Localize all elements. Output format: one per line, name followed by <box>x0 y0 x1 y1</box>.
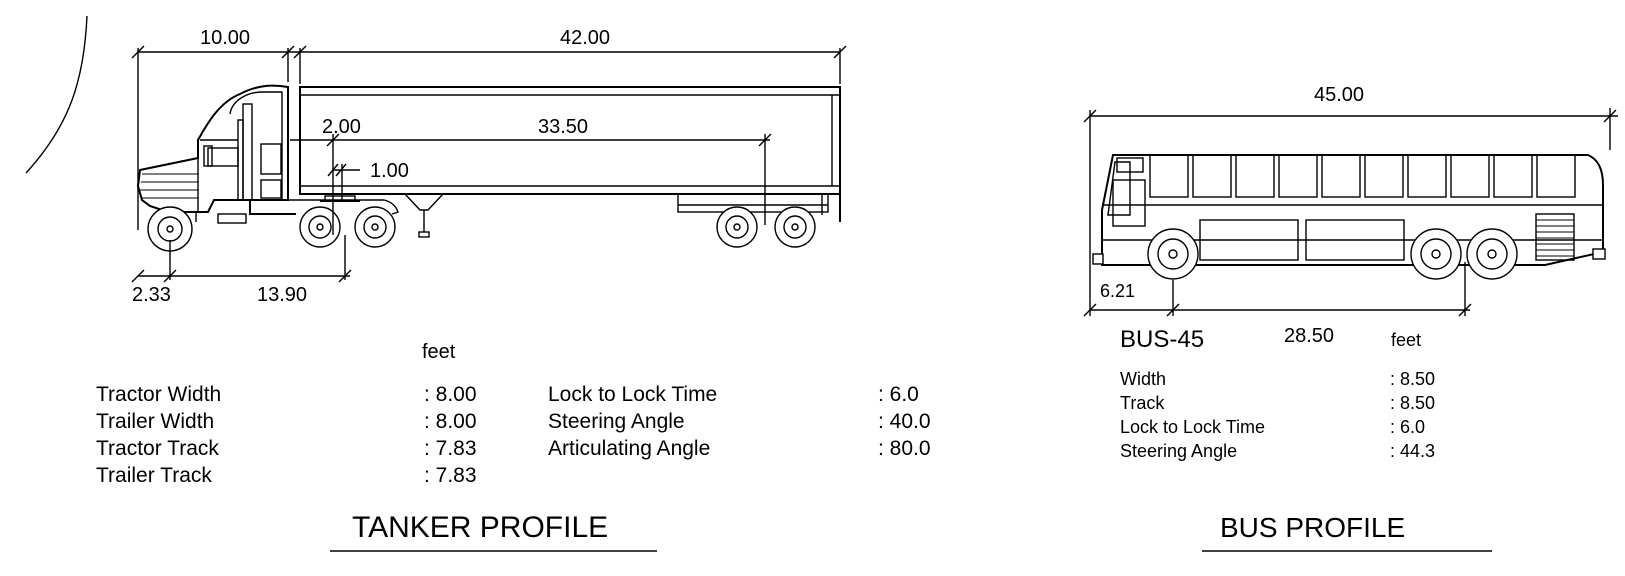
spec-label: Steering Angle <box>548 410 685 433</box>
tractor-cab <box>136 84 289 213</box>
dim-bus-length: 45.00 <box>1314 84 1364 106</box>
dim-bus-front-overhang: 6.21 <box>1100 281 1135 301</box>
tanker-units: feet <box>422 341 456 363</box>
bus-title: BUS PROFILE <box>1220 512 1405 543</box>
tanker-specs-left: Tractor Width : 8.00 Trailer Width : 8.0… <box>96 383 477 487</box>
spec-label: Trailer Track <box>96 464 212 487</box>
spec-label: Width <box>1120 369 1166 389</box>
spec-value: : 40.0 <box>878 410 931 433</box>
tanker-dimensions <box>131 45 847 283</box>
dim-front-overhang: 2.33 <box>132 284 171 306</box>
tanker-wheel-front <box>147 206 193 252</box>
bus-drawing: 45.00 6.21 28.50 BUS-45 feet Width : 8.5… <box>1083 84 1618 552</box>
tanker-dimension-labels: 10.00 42.00 2.00 33.50 1.00 2.33 13.90 <box>132 27 610 306</box>
spec-value: : 7.83 <box>424 437 477 460</box>
bus-dimensions <box>1083 108 1618 317</box>
spec-label: Tractor Width <box>96 383 221 406</box>
spec-label: Track <box>1120 393 1165 413</box>
spec-value: : 7.83 <box>424 464 477 487</box>
tanker-title: TANKER PROFILE <box>352 511 608 544</box>
bus-wheel-rear-1 <box>1410 228 1462 280</box>
spec-label: Steering Angle <box>1120 441 1237 461</box>
spec-label: Lock to Lock Time <box>548 383 717 406</box>
bus-units: feet <box>1391 330 1421 350</box>
spec-value: : 8.50 <box>1390 393 1435 413</box>
spec-label: Trailer Width <box>96 410 214 433</box>
tanker-drawing: 10.00 42.00 2.00 33.50 1.00 2.33 13.90 f… <box>96 27 931 552</box>
bus-dimension-labels: 45.00 6.21 28.50 <box>1100 84 1364 347</box>
dim-bus-wheelbase: 28.50 <box>1284 325 1334 347</box>
spec-value: : 8.00 <box>424 383 477 406</box>
dim-kingpin-small: 1.00 <box>370 160 409 182</box>
bus-windows <box>1149 154 1576 198</box>
spec-label: Articulating Angle <box>548 437 710 460</box>
bus-engine-grille <box>1535 213 1575 261</box>
spec-value: : 80.0 <box>878 437 931 460</box>
bus-wheel-front <box>1147 228 1199 280</box>
dim-cab-length: 10.00 <box>200 27 250 49</box>
spec-value: : 6.0 <box>1390 417 1425 437</box>
dim-kingpin-offset: 2.00 <box>322 116 361 138</box>
spec-value: : 6.0 <box>878 383 919 406</box>
bus-name: BUS-45 <box>1120 326 1204 353</box>
tanker-wheel-trailer-1 <box>716 206 758 248</box>
construction-arc <box>25 15 88 174</box>
bus-specs: Width : 8.50 Track : 8.50 Lock to Lock T… <box>1120 369 1435 461</box>
dim-trailer-length: 42.00 <box>560 27 610 49</box>
bus-wheel-rear-2 <box>1466 228 1518 280</box>
dim-wheelbase: 13.90 <box>257 284 307 306</box>
dim-axle-span: 33.50 <box>538 116 588 138</box>
spec-label: Lock to Lock Time <box>1120 417 1265 437</box>
spec-value: : 8.50 <box>1390 369 1435 389</box>
tanker-wheel-trailer-2 <box>774 206 816 248</box>
tanker-wheel-drive-1 <box>299 206 341 248</box>
spec-label: Tractor Track <box>96 437 219 460</box>
tanker-specs-right: Lock to Lock Time : 6.0 Steering Angle :… <box>548 383 931 460</box>
spec-value: : 44.3 <box>1390 441 1435 461</box>
spec-value: : 8.00 <box>424 410 477 433</box>
tanker-wheel-drive-2 <box>354 206 396 248</box>
